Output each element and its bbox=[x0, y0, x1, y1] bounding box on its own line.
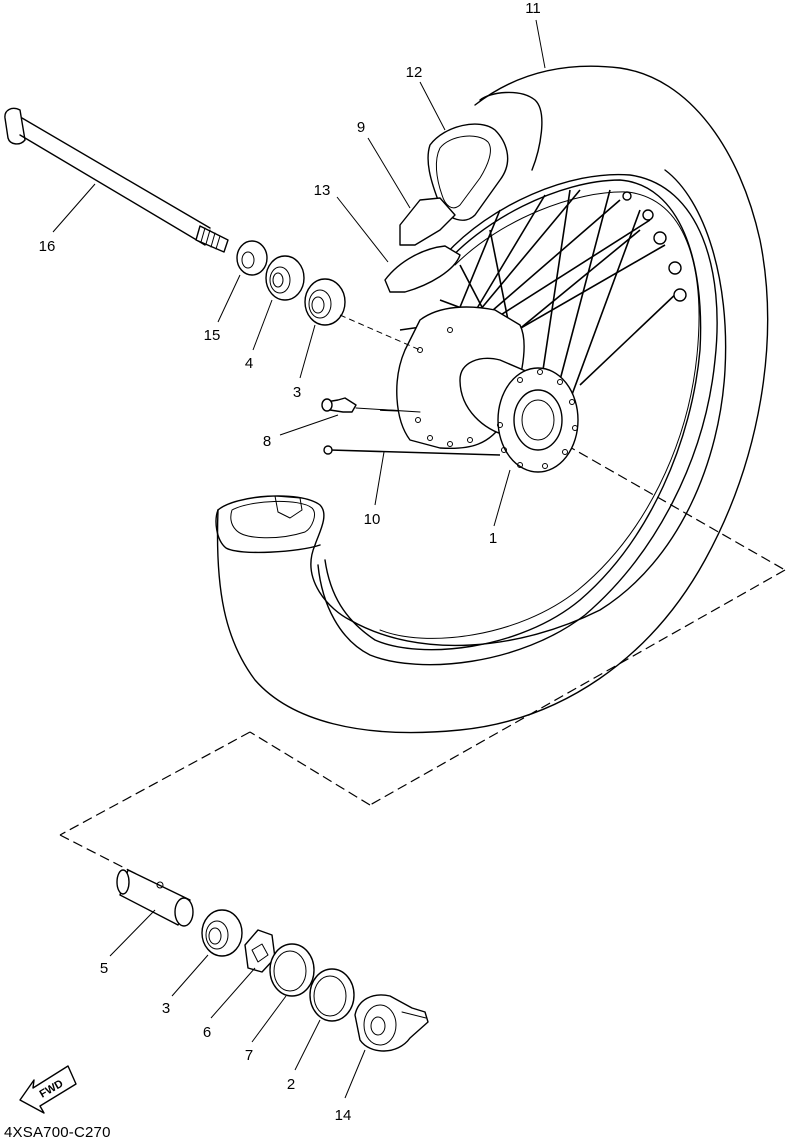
diagram-code: 4XSA700-C270 bbox=[4, 1124, 111, 1141]
callout-7: 7 bbox=[245, 1047, 253, 1064]
callout-15: 15 bbox=[204, 327, 221, 344]
hub-flange-bolt-holes bbox=[415, 327, 578, 469]
rim bbox=[317, 173, 718, 666]
callout-14: 14 bbox=[335, 1107, 352, 1124]
callout-8: 8 bbox=[263, 433, 271, 450]
bearing-lower-3 bbox=[201, 909, 243, 957]
callout-2: 2 bbox=[287, 1076, 295, 1093]
callout-9: 9 bbox=[357, 119, 365, 136]
callout-numbers: 11 12 9 13 16 15 4 3 8 10 1 5 3 6 7 2 14 bbox=[39, 0, 541, 1124]
callout-4: 4 bbox=[245, 355, 253, 372]
bearing-upper-4 bbox=[265, 255, 305, 301]
wheel-axle bbox=[4, 107, 229, 253]
callout-10: 10 bbox=[364, 511, 381, 528]
collar-lower-5 bbox=[116, 869, 194, 927]
bearing-upper-3 bbox=[304, 278, 346, 326]
rim-band bbox=[399, 197, 456, 246]
callout-3-upper: 3 bbox=[293, 384, 301, 401]
spoke-nipples bbox=[622, 191, 687, 302]
callout-3-lower: 3 bbox=[162, 1000, 170, 1017]
callout-16: 16 bbox=[39, 238, 56, 255]
spoke-nipple-set bbox=[321, 397, 421, 455]
dashed-group-boundary bbox=[59, 429, 786, 881]
leader-lines bbox=[52, 19, 546, 1099]
forward-direction-arrow: FWD bbox=[19, 1065, 77, 1114]
callout-1: 1 bbox=[489, 530, 497, 547]
oil-seal-2 bbox=[309, 968, 355, 1022]
oil-seal-7 bbox=[269, 943, 315, 997]
callout-12: 12 bbox=[406, 64, 423, 81]
inner-tube bbox=[427, 123, 509, 221]
callout-6: 6 bbox=[203, 1024, 211, 1041]
hub bbox=[396, 306, 579, 473]
gear-unit-14 bbox=[354, 994, 429, 1052]
callout-11: 11 bbox=[525, 0, 541, 17]
valve-cover bbox=[384, 245, 461, 293]
callout-5: 5 bbox=[100, 960, 108, 977]
collar-upper bbox=[236, 240, 268, 276]
callout-13: 13 bbox=[314, 182, 331, 199]
